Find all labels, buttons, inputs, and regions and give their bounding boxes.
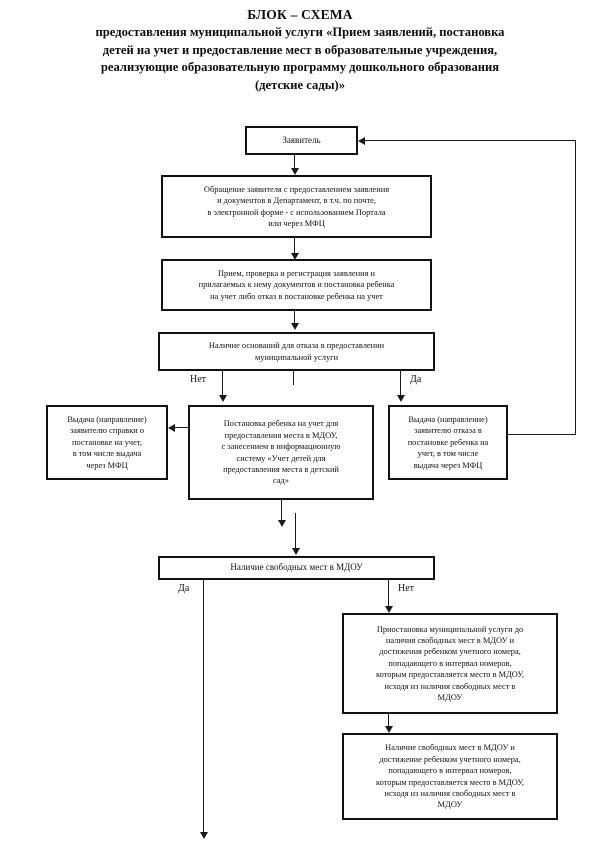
node-issue-certificate[interactable]: Выдача (направление) заявителю справки о… bbox=[46, 405, 168, 480]
branch-label-yes-refusal: Да bbox=[410, 374, 422, 385]
node-issue-certificate-line-4: в том числе выдача bbox=[72, 449, 142, 459]
arrowhead-vacancy-check-no bbox=[385, 606, 393, 613]
node-register-child[interactable]: Постановка ребенка на учет для предостав… bbox=[188, 405, 374, 500]
page-title: БЛОК – СХЕМА предоставления муниципально… bbox=[0, 6, 600, 94]
connector-refusal-check-yes bbox=[400, 371, 402, 397]
node-application-line-3: в электронной форме - с использованием П… bbox=[207, 207, 386, 217]
arrowhead-applicant-to-application bbox=[291, 168, 299, 175]
node-register-child-line-4: систему «Учет детей для bbox=[236, 453, 326, 463]
node-register-child-line-5: предоставления места в детский bbox=[223, 464, 339, 474]
node-registration-line-1: Прием, проверка и регистрация заявления … bbox=[217, 268, 376, 278]
connector-vacancy-check-yes bbox=[203, 580, 205, 834]
node-suspension-line-7: МДОУ bbox=[437, 693, 463, 703]
node-issue-refusal-label: Выдача (направление) заявителю отказа в … bbox=[394, 414, 502, 471]
title-line-4: (детские сады)» bbox=[254, 77, 346, 92]
arrowhead-refusal-feedback-to-applicant bbox=[358, 137, 365, 145]
node-register-child-line-2: предоставления места в МДОУ, bbox=[224, 430, 338, 440]
title-line-3: реализующие образовательную программу до… bbox=[100, 60, 500, 74]
node-issue-certificate-line-5: через МФЦ bbox=[86, 460, 128, 470]
node-suspension-line-5: которым предоставляется место в МДОУ, bbox=[375, 670, 525, 680]
title-heading: БЛОК – СХЕМА bbox=[247, 7, 353, 22]
node-register-child-line-1: Постановка ребенка на учет для bbox=[223, 419, 339, 429]
connector-refusal-check-no bbox=[222, 371, 224, 397]
connector-register-child-to-issue-certificate bbox=[175, 427, 189, 429]
node-suspension-line-3: достижения ребенком учетного номера, bbox=[379, 647, 521, 657]
node-vacancy-check[interactable]: Наличие свободных мест в МДОУ bbox=[158, 556, 435, 580]
node-issue-refusal[interactable]: Выдача (направление) заявителю отказа в … bbox=[388, 405, 508, 480]
node-application-line-2: и документов в Департамент, в т.ч. по по… bbox=[217, 196, 376, 206]
node-issue-certificate-line-2: заявителю справки о bbox=[69, 426, 145, 436]
node-issue-refusal-line-3: постановке ребенка на bbox=[407, 437, 489, 447]
connector-register-child-down-stub bbox=[281, 500, 283, 522]
node-vacancy-reached-line-4: которым предоставляется место в МДОУ, bbox=[375, 777, 525, 787]
connector-suspension-to-vacancy-reached bbox=[388, 714, 390, 728]
node-register-child-line-6: сад» bbox=[273, 476, 289, 486]
node-application-label: Обращение заявителя с предоставлением за… bbox=[167, 184, 426, 230]
connector-refusal-feedback-top bbox=[365, 140, 576, 142]
connector-application-to-registration bbox=[294, 238, 296, 255]
branch-label-no-vacancy: Нет bbox=[398, 583, 415, 594]
node-register-child-line-3: с занесением в информационную bbox=[221, 442, 341, 452]
arrowhead-refusal-check-no bbox=[219, 395, 227, 402]
node-register-child-label: Постановка ребенка на учет для предостав… bbox=[194, 418, 368, 486]
node-application-line-1: Обращение заявителя с предоставлением за… bbox=[203, 184, 390, 194]
node-vacancy-check-label: Наличие свободных мест в МДОУ bbox=[230, 562, 363, 573]
node-suspension-label: Приостановка муниципальной услуги до нал… bbox=[348, 624, 552, 704]
node-issue-refusal-line-4: учет, в том числе bbox=[417, 449, 479, 459]
connector-to-vacancy-check bbox=[295, 513, 297, 551]
node-refusal-check-label: Наличие оснований для отказа в предостав… bbox=[164, 340, 429, 363]
node-refusal-check[interactable]: Наличие оснований для отказа в предостав… bbox=[158, 332, 435, 371]
node-registration-label: Прием, проверка и регистрация заявления … bbox=[167, 268, 426, 302]
title-line-1: предоставления муниципальной услуги «При… bbox=[95, 25, 505, 39]
connector-refusal-feedback-bottom bbox=[508, 434, 576, 436]
node-suspension-line-1: Приостановка муниципальной услуги до bbox=[376, 624, 524, 634]
node-issue-certificate-label: Выдача (направление) заявителю справки о… bbox=[52, 414, 162, 471]
arrowhead-register-child-down-stub bbox=[278, 520, 286, 527]
connector-refusal-feedback-right bbox=[575, 140, 577, 435]
node-vacancy-reached[interactable]: Наличие свободных мест в МДОУ и достижен… bbox=[342, 733, 558, 820]
connector-registration-to-refusal-check bbox=[294, 311, 296, 325]
arrowhead-application-to-registration bbox=[291, 253, 299, 260]
node-suspension-line-4: попадающего в интервал номеров, bbox=[388, 658, 512, 668]
connector-applicant-to-application bbox=[294, 155, 296, 170]
node-issue-certificate-line-3: постановке на учет, bbox=[72, 437, 142, 447]
node-application[interactable]: Обращение заявителя с предоставлением за… bbox=[161, 175, 432, 238]
node-application-line-4: или через МФЦ bbox=[268, 218, 325, 228]
node-vacancy-reached-line-2: достижение ребенком учетного номера, bbox=[379, 754, 521, 764]
node-refusal-check-line-1: Наличие оснований для отказа в предостав… bbox=[208, 341, 385, 351]
node-suspension-line-6: исходя из наличия свободных мест в bbox=[384, 681, 516, 691]
arrowhead-to-vacancy-check bbox=[292, 548, 300, 555]
node-issue-refusal-line-1: Выдача (направление) bbox=[408, 414, 488, 424]
node-vacancy-reached-line-6: МДОУ bbox=[437, 800, 463, 810]
arrowhead-registration-to-refusal-check bbox=[291, 323, 299, 330]
node-suspension-line-2: наличия свободных мест в МДОУ и bbox=[385, 635, 515, 645]
node-vacancy-reached-label: Наличие свободных мест в МДОУ и достижен… bbox=[348, 742, 552, 810]
arrowhead-refusal-check-yes bbox=[397, 395, 405, 402]
branch-label-yes-vacancy: Да bbox=[178, 583, 190, 594]
node-applicant-label: Заявитель bbox=[282, 134, 321, 145]
node-issue-certificate-line-1: Выдача (направление) bbox=[67, 414, 147, 424]
node-registration-line-3: на учет либо отказ в постановке ребенка … bbox=[210, 291, 383, 301]
connector-vacancy-check-no bbox=[388, 580, 390, 608]
node-issue-refusal-line-5: выдача через МФЦ bbox=[413, 460, 483, 470]
branch-label-no-refusal: Нет bbox=[190, 374, 207, 385]
node-registration[interactable]: Прием, проверка и регистрация заявления … bbox=[161, 259, 432, 311]
arrowhead-vacancy-check-yes bbox=[200, 832, 208, 839]
node-suspension[interactable]: Приостановка муниципальной услуги до нал… bbox=[342, 613, 558, 714]
node-refusal-check-line-2: муниципальной услуги bbox=[254, 352, 339, 362]
connector-refusal-check-middle-tick bbox=[293, 371, 295, 385]
title-line-2: детей на учет и предоставление мест в об… bbox=[102, 42, 498, 57]
node-issue-refusal-line-2: заявителю отказа в bbox=[414, 426, 482, 436]
arrowhead-register-child-to-issue-certificate bbox=[168, 424, 175, 432]
node-applicant[interactable]: Заявитель bbox=[245, 126, 358, 155]
node-registration-line-2: прилагаемых к нему документов и постанов… bbox=[198, 280, 395, 290]
node-vacancy-reached-line-1: Наличие свободных мест в МДОУ и bbox=[385, 743, 515, 753]
arrowhead-suspension-to-vacancy-reached bbox=[385, 726, 393, 733]
node-vacancy-reached-line-3: попадающего в интервал номеров, bbox=[388, 766, 512, 776]
node-vacancy-reached-line-5: исходя из наличия свободных мест в bbox=[384, 788, 516, 798]
